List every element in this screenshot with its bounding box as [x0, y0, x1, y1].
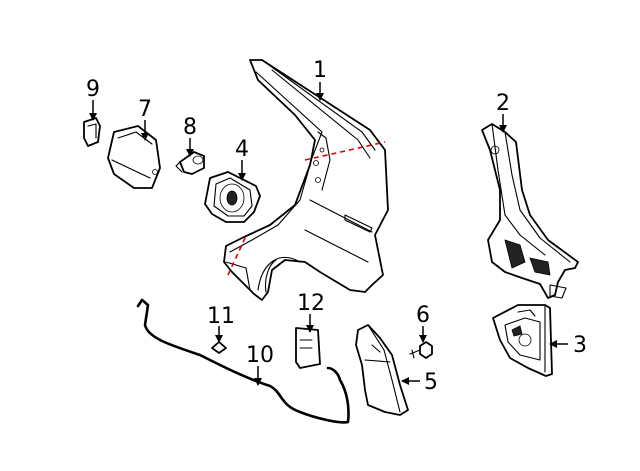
callout-11: 11 — [207, 304, 235, 329]
part-7-fuel-door[interactable] — [107, 125, 161, 189]
cut-line-upper — [304, 141, 386, 161]
callout-5: 5 — [424, 370, 438, 395]
part-3-bracket[interactable] — [492, 304, 553, 377]
part-8-actuator[interactable] — [175, 151, 205, 175]
callout-3: 3 — [573, 333, 587, 358]
part-5-splash-shield[interactable] — [355, 324, 409, 416]
callout-2: 2 — [496, 91, 510, 116]
callout-9: 9 — [86, 77, 100, 102]
part-2-inner-panel[interactable] — [481, 123, 579, 299]
part-1-quarter-panel[interactable] — [223, 59, 389, 301]
callout-10: 10 — [246, 343, 274, 368]
part-11-fastener[interactable] — [211, 341, 227, 354]
callout-7: 7 — [138, 97, 152, 122]
part-6-clip[interactable] — [409, 341, 433, 359]
part-4-filler-housing[interactable] — [204, 171, 261, 223]
callout-6: 6 — [416, 303, 430, 328]
part-10-wire[interactable] — [136, 298, 350, 424]
part-9-small-clip[interactable] — [83, 117, 101, 147]
part-12-plate[interactable] — [295, 327, 321, 369]
callout-8: 8 — [183, 115, 197, 140]
callout-12: 12 — [297, 291, 325, 316]
callout-4: 4 — [235, 137, 249, 162]
cut-line-lower — [227, 235, 247, 276]
callout-1: 1 — [313, 58, 327, 83]
